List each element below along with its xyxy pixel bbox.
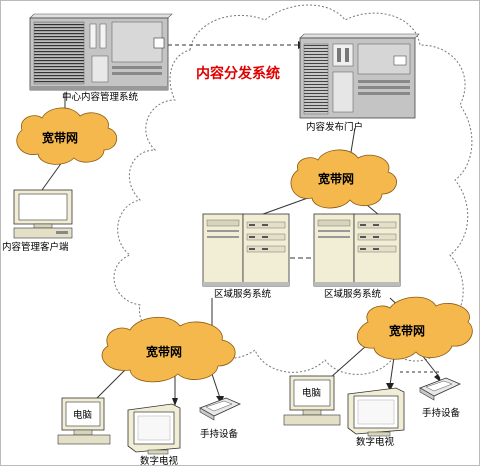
broadband-cloud-top-left [16, 107, 117, 165]
pc-right-label: 电脑 [302, 387, 321, 399]
tv-left-label: 数字电视 [140, 455, 179, 466]
pc-left-label: 电脑 [73, 409, 92, 421]
arrow-head-tv-right [386, 383, 394, 391]
central-server [29, 13, 173, 91]
pc-left [57, 397, 111, 445]
client-label: 内容管理客户端 [2, 241, 69, 253]
central-server-label: 中心内容管理系统 [62, 91, 139, 103]
broadband-cloud-bottom-left [101, 316, 236, 383]
arrow-head-tv-left [172, 398, 178, 406]
tv-left [127, 403, 181, 455]
handheld-left [199, 397, 241, 421]
handheld-right [419, 377, 461, 401]
broadband-label-top-left: 宽带网 [41, 130, 78, 145]
broadband-label-bottom-right: 宽带网 [388, 323, 425, 338]
tv-right-label: 数字电视 [356, 436, 395, 448]
regional-server-right-label: 区域服务系统 [324, 288, 382, 300]
broadband-label-bottom-left: 宽带网 [145, 344, 182, 359]
cloud-title: 内容分发系统 [196, 65, 280, 82]
broadband-cloud-center [290, 149, 397, 209]
handheld-left-label: 手持设备 [200, 428, 239, 440]
broadband-cloud-bottom-right [357, 296, 473, 360]
portal-server-label: 内容发布门户 [306, 121, 363, 133]
tv-right [347, 387, 405, 437]
portal-server [299, 33, 420, 119]
regional-server-left-label: 区域服务系统 [214, 288, 272, 300]
regional-server-left [202, 213, 290, 287]
regional-server-right [313, 213, 401, 287]
broadband-label-center: 宽带网 [317, 171, 354, 186]
handheld-right-label: 手持设备 [422, 407, 461, 419]
pc-right [283, 375, 341, 426]
client-computer [13, 189, 73, 239]
